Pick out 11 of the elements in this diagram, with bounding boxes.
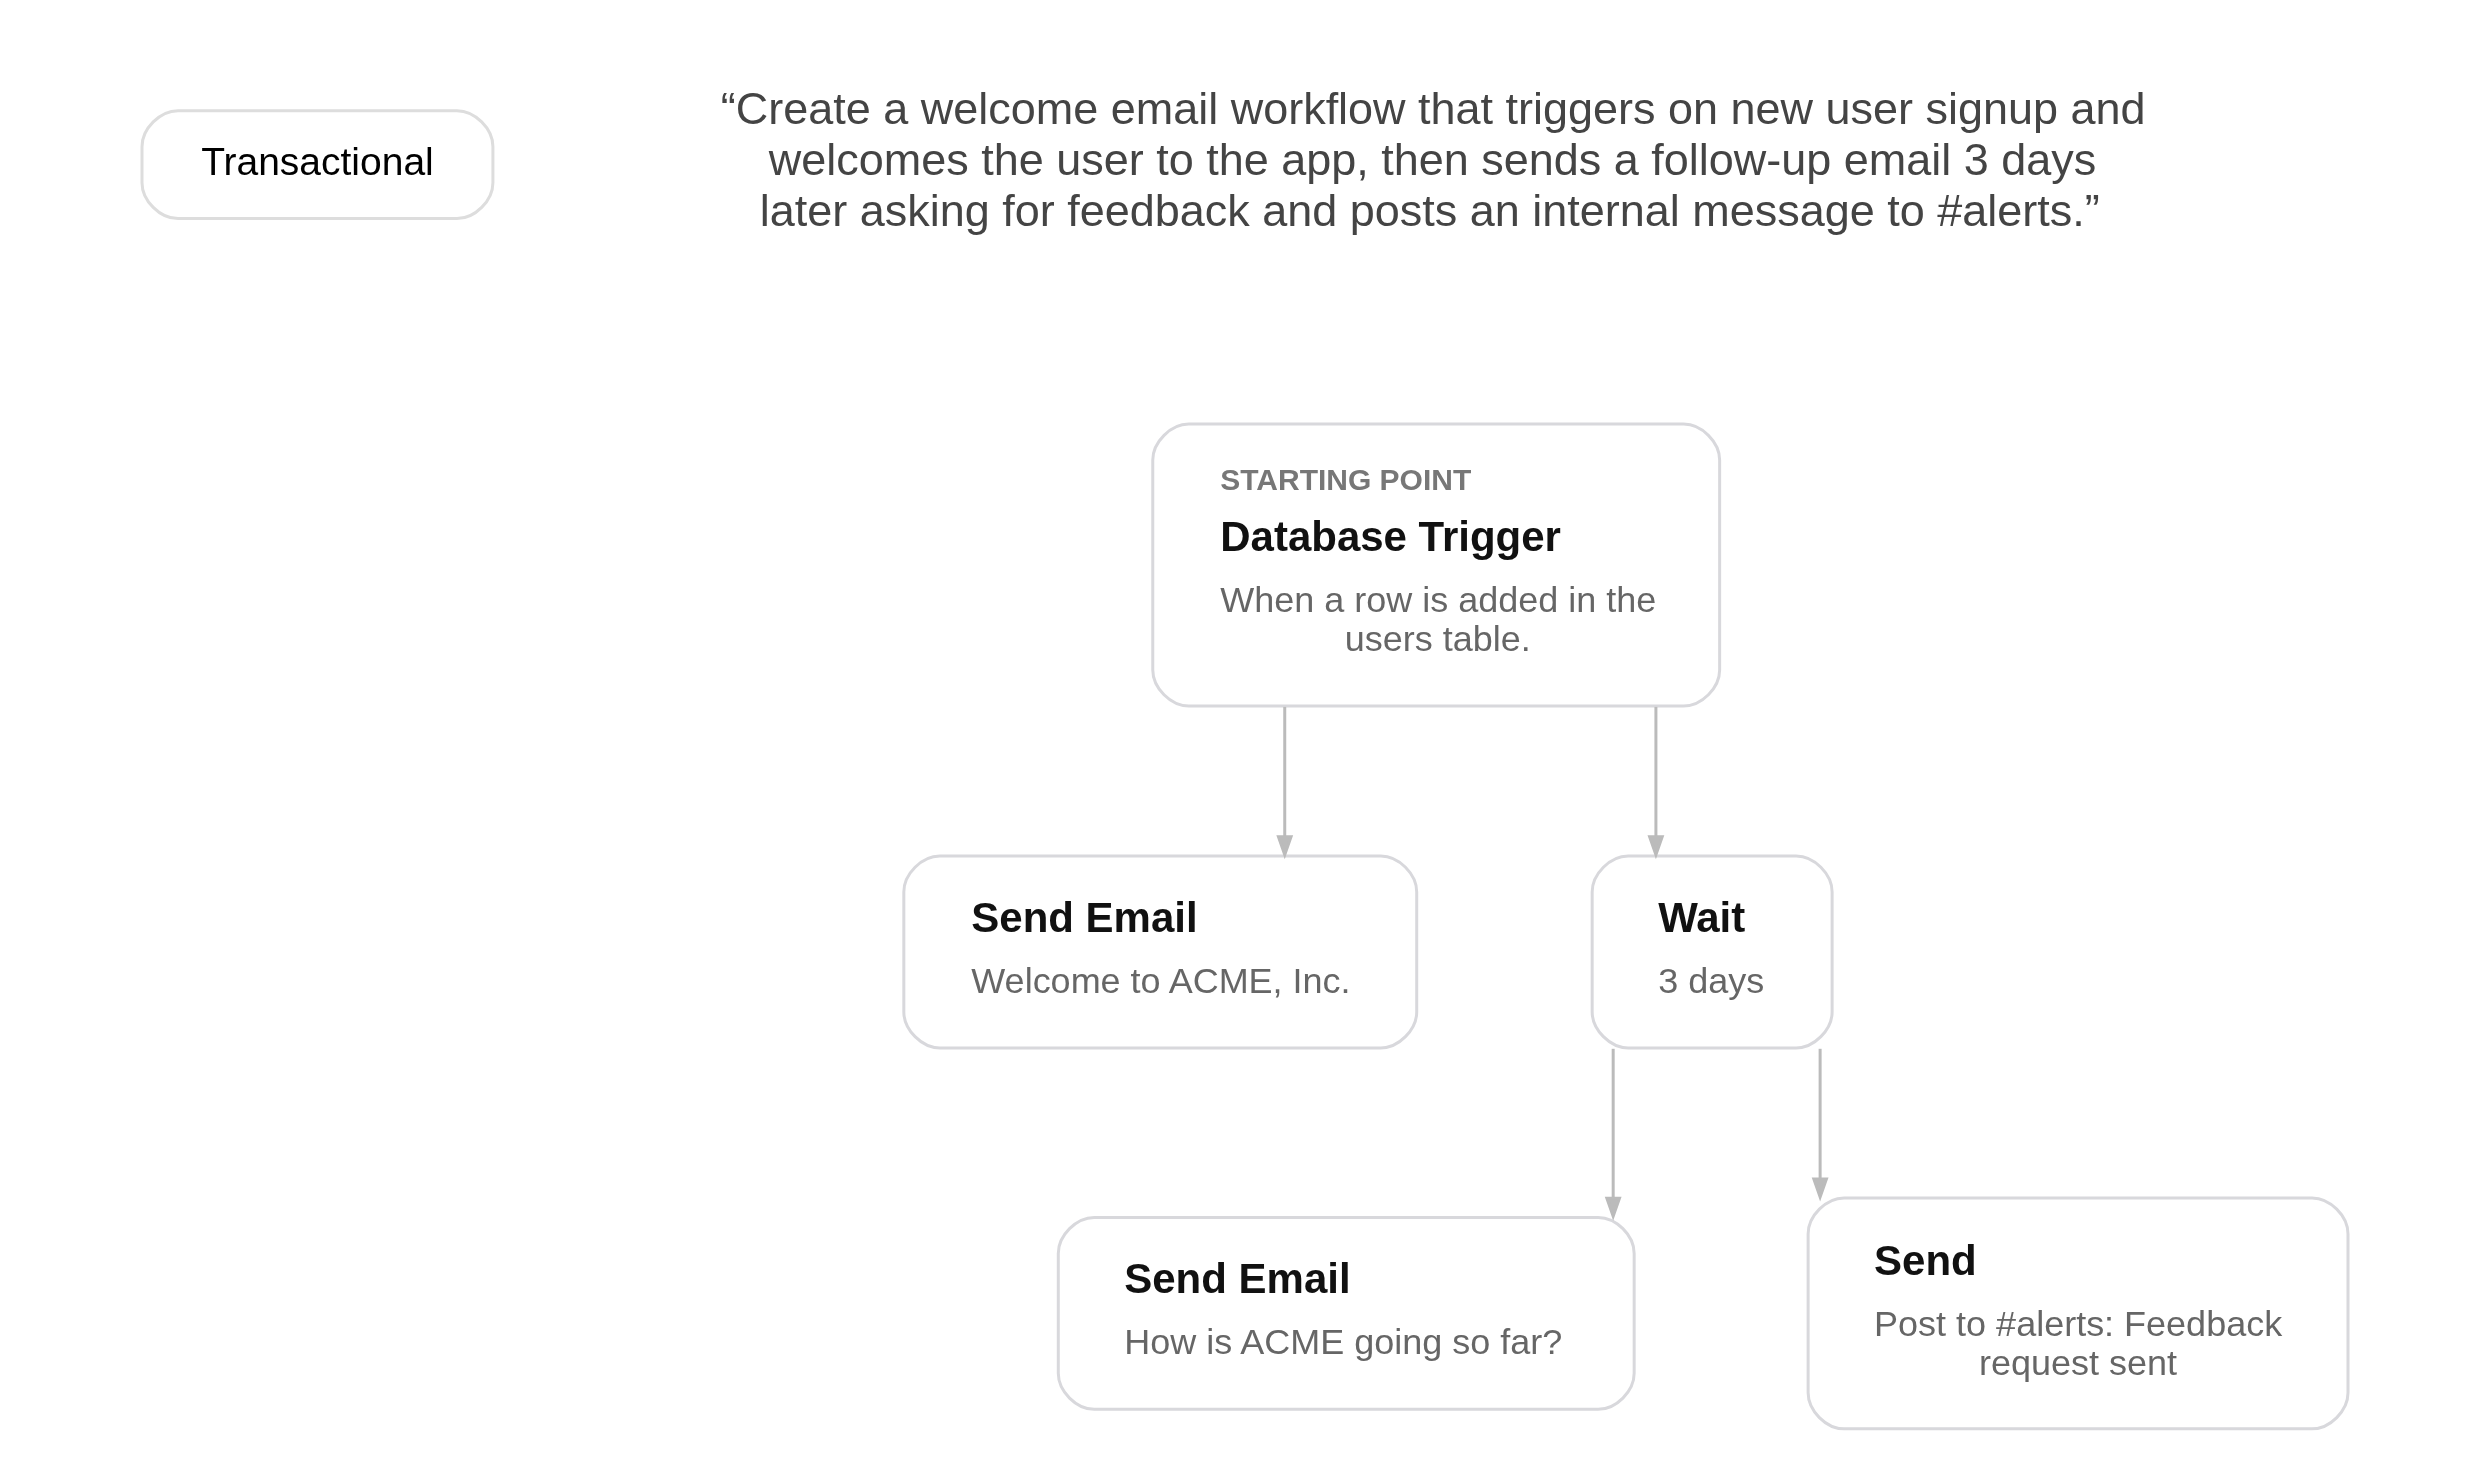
arrow	[1811, 1048, 1829, 1202]
node-box: STARTING POINT Database Trigger When a row is added in the users table.	[1151, 422, 1722, 708]
label: “Create a welcome email workflow that triggers on new user signup and welcomes the user to the app, then sends a follow-up email 3 days later asking for feedback and posts an internal message to #alerts.”	[720, 83, 2146, 237]
arrow	[1604, 1048, 1622, 1221]
arrow	[1276, 706, 1294, 860]
label: Transactional	[201, 139, 434, 183]
node-box: Send Post to #alerts: Feedback request sent	[1806, 1196, 2350, 1431]
node-box: Send Email How is ACME going so far?	[1056, 1215, 1636, 1411]
node-box: Wait 3 days	[1590, 854, 1834, 1050]
arrow	[1647, 706, 1665, 860]
node-box: Send Email Welcome to ACME, Inc.	[902, 854, 1419, 1050]
